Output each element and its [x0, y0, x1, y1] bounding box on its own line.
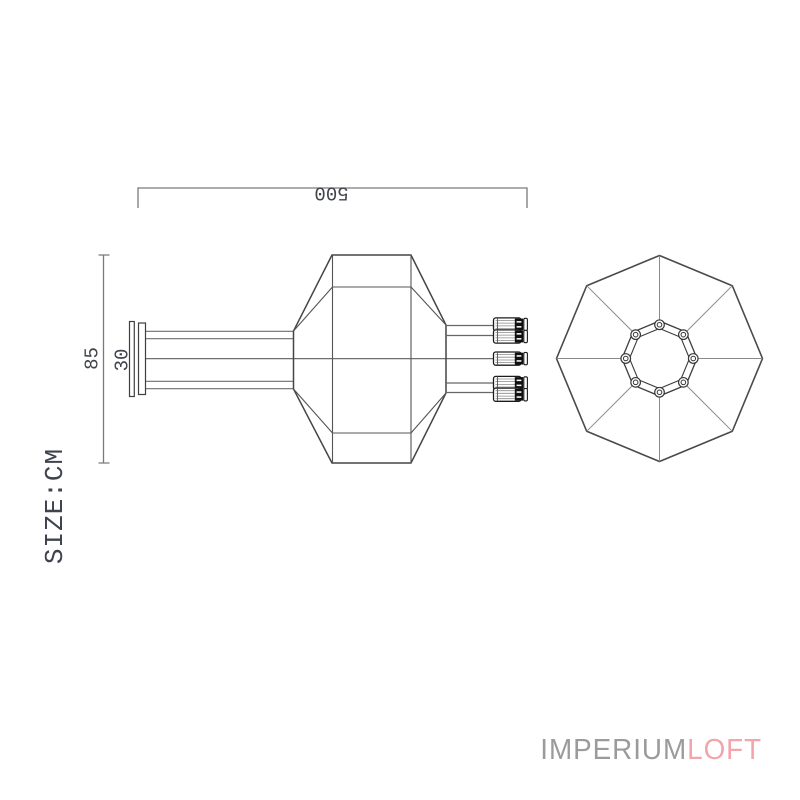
lantern-body-side-view [292, 254, 447, 464]
rod-lines-left [146, 330, 294, 390]
arm-lines-right [446, 324, 500, 394]
bulb-socket [492, 317, 529, 332]
ring-socket-node [630, 329, 642, 341]
bulb-socket [492, 329, 529, 344]
width-dimension-label: 500 [314, 182, 348, 204]
ring-socket-node [687, 353, 699, 364]
lantern-top-view [555, 254, 764, 463]
canopy-plate-outer [128, 320, 135, 398]
body-facet-lines [331, 255, 412, 463]
brand-logo: IMPERIUMLOFT [540, 736, 762, 765]
ring-socket-node [630, 376, 642, 388]
ring-socket-node [620, 353, 632, 364]
canopy-dimension-label: 30 [112, 349, 134, 372]
brand-logo-accent: LOFT [687, 734, 762, 766]
size-unit-label: SIZE:CM [40, 448, 70, 564]
bulb-sockets [492, 317, 529, 402]
height-dimension-label: 85 [82, 347, 104, 370]
width-dimension-line [137, 187, 528, 208]
body-corner-facets [293, 286, 447, 434]
bulb-socket [492, 351, 529, 366]
width-dimension: 500 [137, 182, 528, 208]
bulb-socket [492, 387, 529, 402]
ceiling-canopy: 30 [112, 320, 147, 398]
brand-logo-primary: IMPERIUM [540, 734, 687, 766]
canopy-plate-inner [137, 322, 147, 396]
suspension-rods [146, 330, 497, 390]
height-dimension: 85 [82, 254, 110, 464]
ring-socket-node [654, 319, 665, 331]
ring-socket-node [677, 376, 689, 388]
octagon-rib-lines [556, 255, 763, 462]
ring-socket-node [654, 386, 665, 398]
height-dimension-line [98, 254, 110, 464]
ring-socket-node [677, 329, 689, 341]
ring-socket-nodes [620, 319, 699, 398]
socket-arms [446, 324, 500, 394]
